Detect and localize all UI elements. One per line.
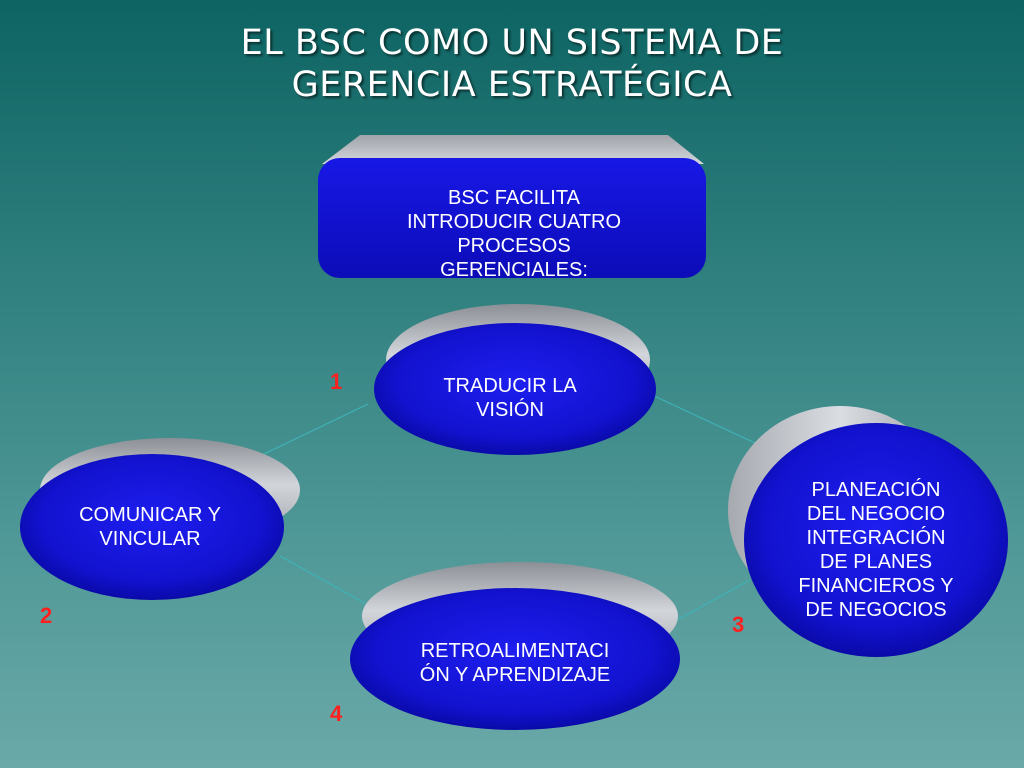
connector-traducir-planeacion bbox=[651, 394, 771, 451]
connector-traducir-comunicar bbox=[261, 403, 369, 456]
connectors bbox=[261, 394, 771, 626]
comunicar-node bbox=[20, 438, 300, 600]
number-2: 2 bbox=[40, 603, 53, 628]
facilita-label: BSC FACILITA INTRODUCIR CUATRO PROCESOS … bbox=[406, 187, 622, 281]
number-4: 4 bbox=[330, 701, 343, 726]
title-line-1: EL BSC COMO UN SISTEMA DE bbox=[240, 23, 784, 63]
traducir-node bbox=[374, 304, 656, 455]
number-3: 3 bbox=[732, 612, 745, 637]
facilita-box bbox=[318, 135, 706, 278]
traducir-label: TRADUCIR LA VISIÓN bbox=[443, 375, 577, 421]
planeacion-label: PLANEACIÓN DEL NEGOCIO INTEGRACIÓN DE PL… bbox=[798, 479, 954, 621]
retro-node bbox=[350, 562, 680, 730]
number-1: 1 bbox=[330, 369, 343, 394]
planeacion-node bbox=[728, 406, 1008, 657]
title-line-2: GERENCIA ESTRATÉGICA bbox=[291, 65, 733, 105]
comunicar-label: COMUNICAR Y VINCULAR bbox=[79, 504, 221, 550]
slide-title: EL BSC COMO UN SISTEMA DE GERENCIA ESTRA… bbox=[0, 22, 1024, 106]
connector-comunicar-retro bbox=[279, 555, 378, 611]
retro-label: RETROALIMENTACI ÓN Y APRENDIZAJE bbox=[419, 640, 611, 686]
connector-retro-planeacion bbox=[667, 579, 751, 626]
